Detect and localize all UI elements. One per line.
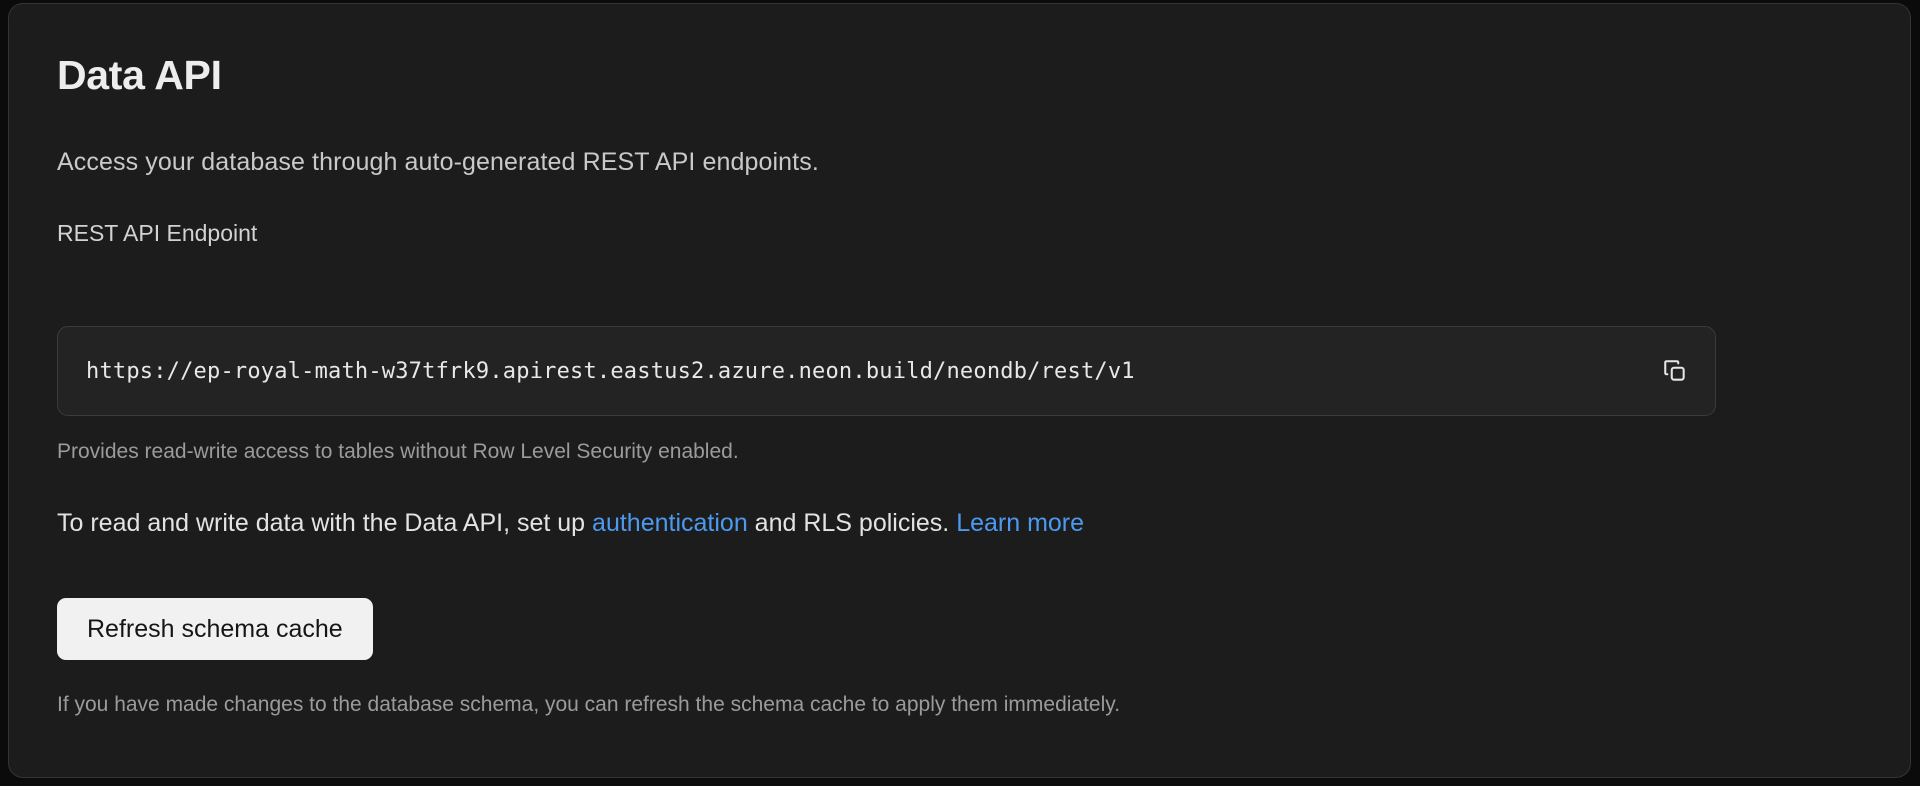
rest-api-endpoint-field[interactable] (57, 326, 1716, 416)
refresh-helper-text: If you have made changes to the database… (57, 693, 1121, 716)
data-api-card: Data API Access your database through au… (8, 3, 1911, 778)
rest-api-endpoint-input[interactable] (86, 358, 1653, 384)
copy-endpoint-button[interactable] (1653, 349, 1697, 393)
page-subtitle: Access your database through auto-genera… (57, 148, 819, 176)
rls-setup-note: To read and write data with the Data API… (57, 509, 1084, 538)
page-title: Data API (57, 52, 222, 98)
rest-api-endpoint-label: REST API Endpoint (57, 220, 258, 246)
endpoint-helper-text: Provides read-write access to tables wit… (57, 440, 739, 463)
learn-more-link[interactable]: Learn more (956, 509, 1085, 537)
authentication-link[interactable]: authentication (592, 509, 748, 537)
copy-icon (1662, 358, 1688, 384)
rls-note-middle: and RLS policies. (747, 509, 957, 537)
rls-note-prefix: To read and write data with the Data API… (57, 509, 593, 537)
refresh-schema-cache-button[interactable]: Refresh schema cache (57, 598, 373, 660)
